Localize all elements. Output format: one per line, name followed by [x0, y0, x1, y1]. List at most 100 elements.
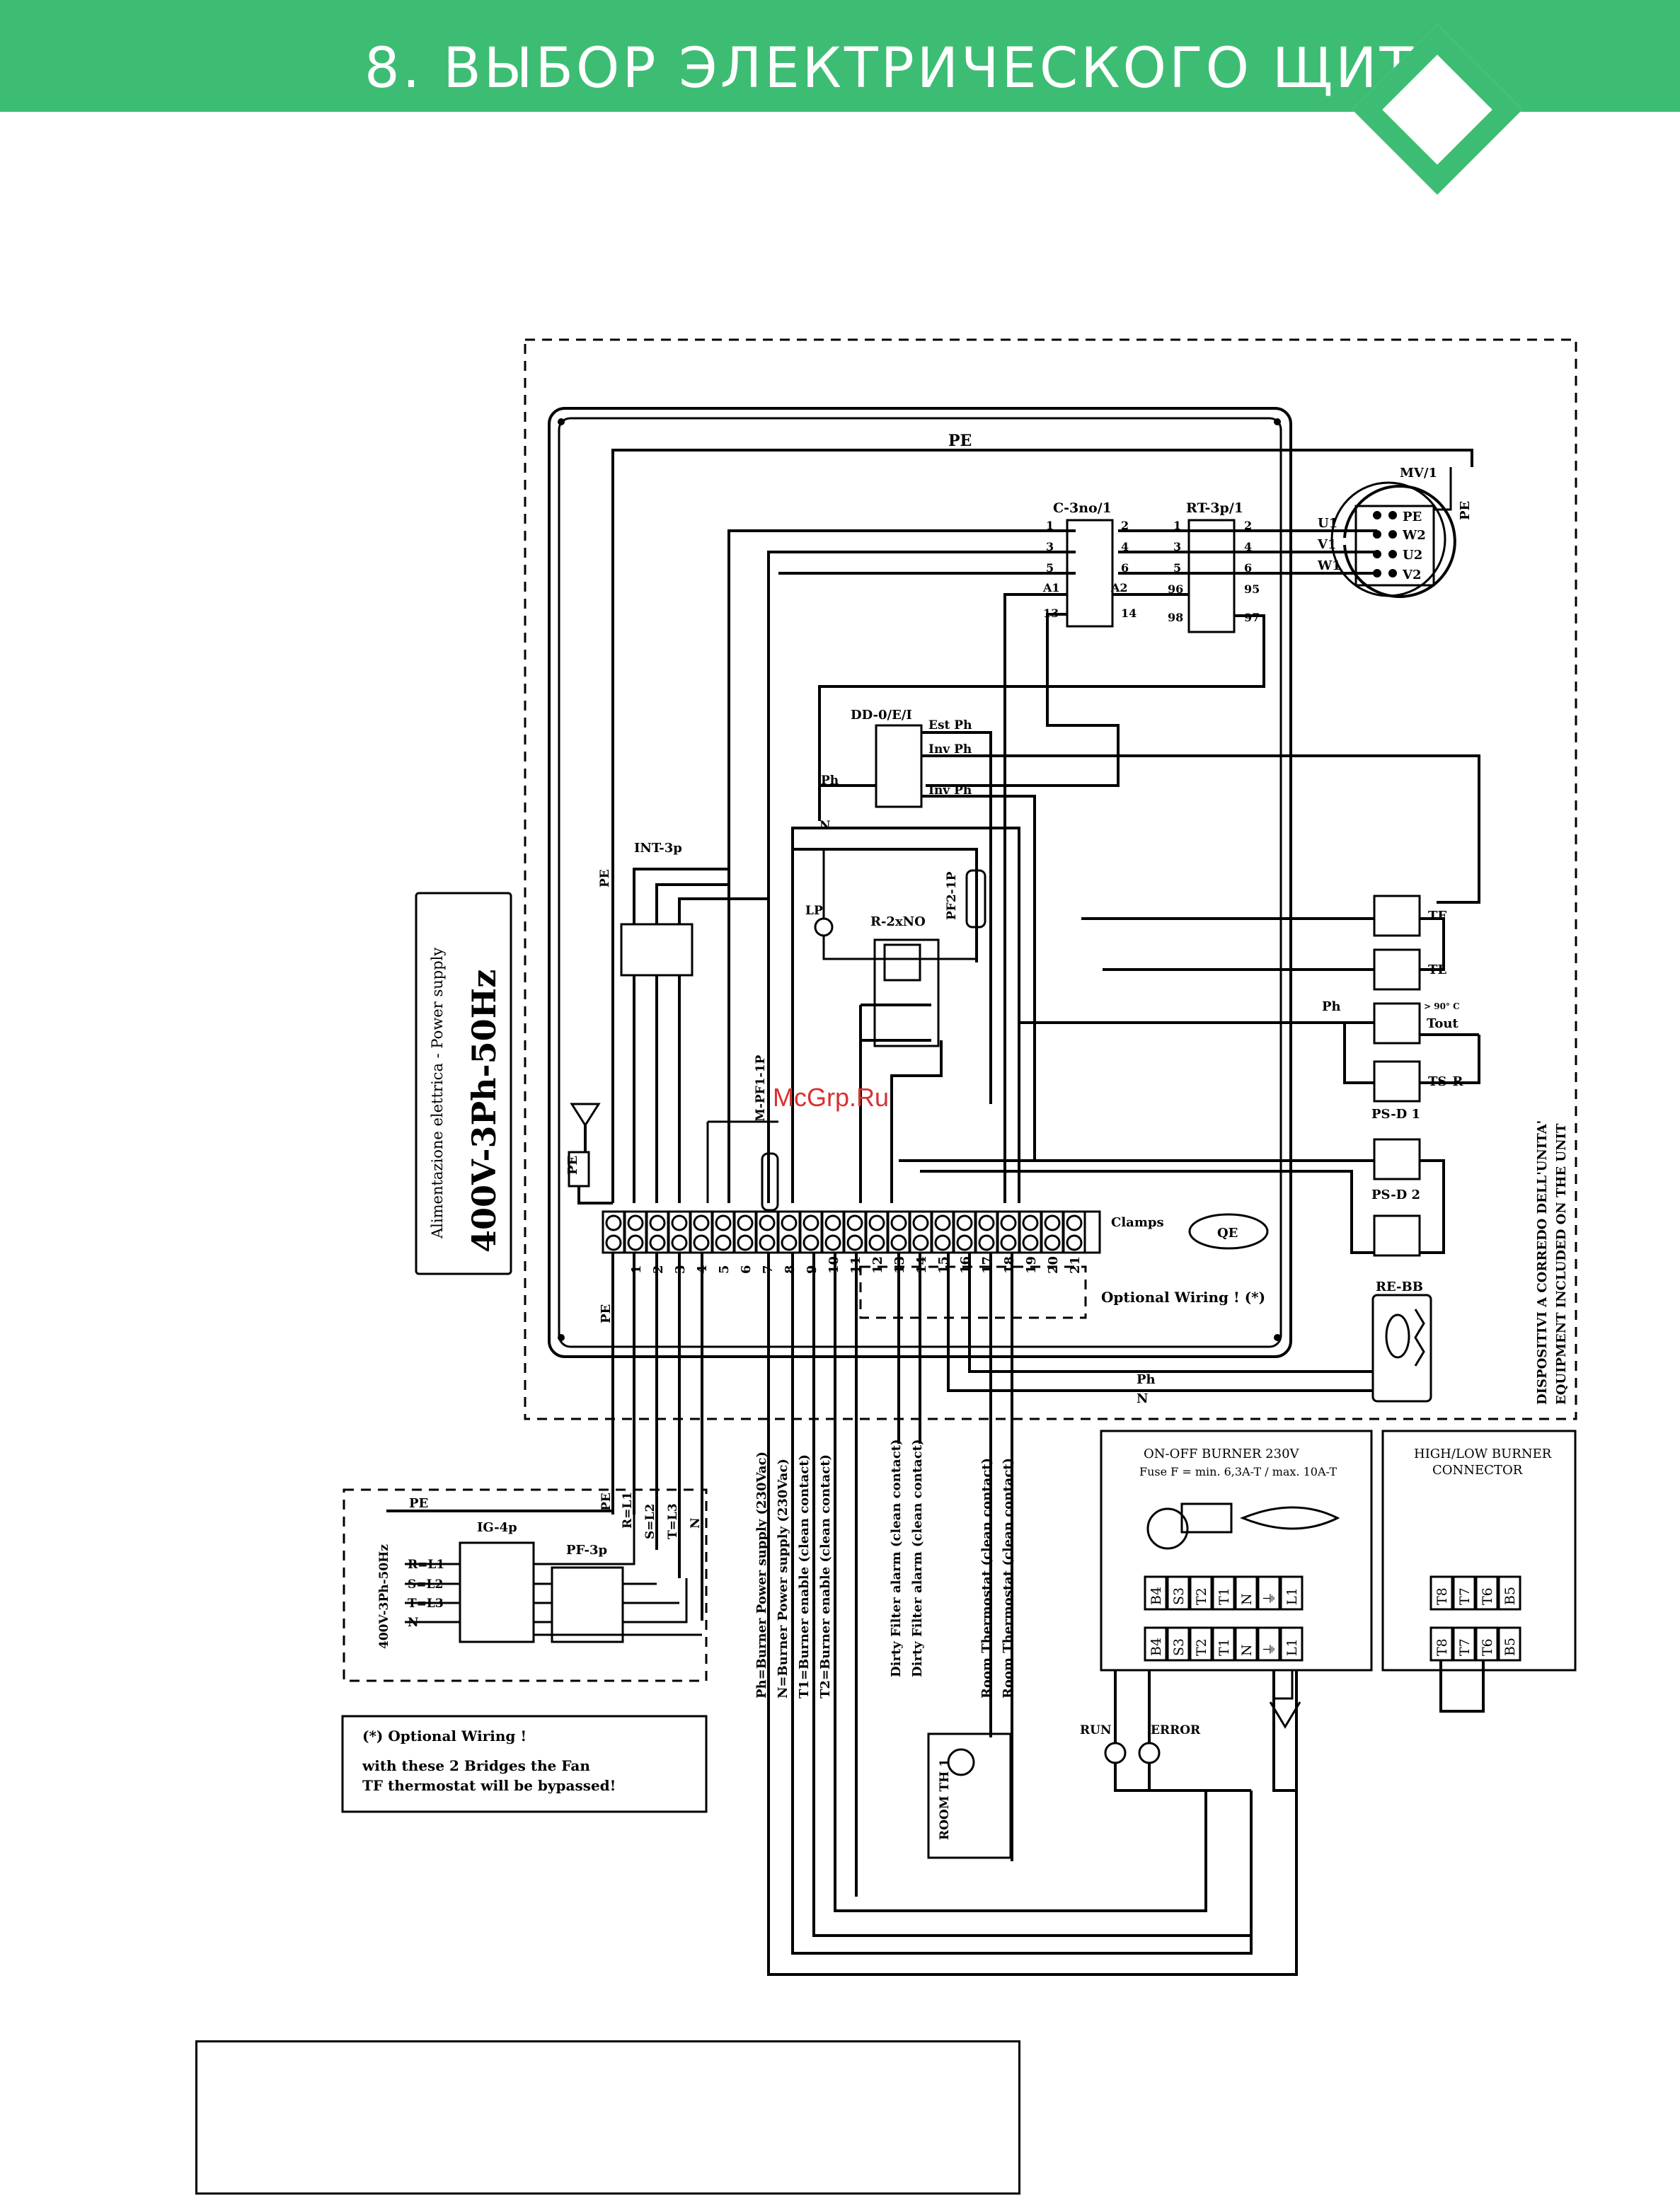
- svg-text:1: 1: [1046, 519, 1054, 532]
- svg-text:V1: V1: [1317, 537, 1337, 552]
- burner-terminal: N: [1234, 1626, 1258, 1662]
- terminal-label: S3: [1171, 1587, 1187, 1605]
- svg-text:5: 5: [1046, 561, 1054, 575]
- svg-text:Inv Ph: Inv Ph: [928, 742, 972, 757]
- svg-text:U1: U1: [1318, 516, 1337, 531]
- svg-text:PF-3p: PF-3p: [566, 1543, 607, 1558]
- svg-text:97: 97: [1244, 611, 1260, 624]
- svg-text:PE: PE: [599, 1304, 614, 1323]
- terminal-label: B4: [1149, 1587, 1164, 1605]
- svg-text:N: N: [689, 1517, 703, 1529]
- terminal-label: B4: [1149, 1638, 1164, 1656]
- clamp-terminal: [602, 1210, 626, 1254]
- svg-text:W1: W1: [1317, 558, 1341, 573]
- svg-text:Clamps: Clamps: [1111, 1215, 1164, 1230]
- svg-text:Optional Wiring ! (*): Optional Wiring ! (*): [1101, 1289, 1265, 1306]
- burner-terminal: T8: [1429, 1626, 1454, 1662]
- fuse-mpf1-icon: [761, 1152, 779, 1212]
- terminal-label: T2: [1194, 1638, 1209, 1656]
- svg-text:RE-BB: RE-BB: [1376, 1280, 1423, 1294]
- burner-terminal: T2: [1189, 1575, 1213, 1611]
- svg-text:PE: PE: [565, 1156, 580, 1175]
- optional-wiring-note: [341, 1715, 708, 1813]
- clamp-terminal: 19: [1018, 1210, 1042, 1274]
- svg-text:Est Ph: Est Ph: [928, 718, 972, 732]
- contactor-c3no1: C-3no/1 1 2 3 4 5 6 A1 A2 13 14: [1042, 500, 1137, 628]
- terminal-label: T1: [1216, 1638, 1232, 1656]
- relay-r2xno: [873, 938, 940, 1047]
- svg-text:6: 6: [1244, 561, 1252, 575]
- terminal-label: ⏚: [1262, 1643, 1277, 1656]
- empty-note-box: [195, 2040, 1020, 2195]
- pe-top-label: PE: [948, 432, 972, 450]
- svg-text:DISPOSITIVI A CORREDO DELL'UNI: DISPOSITIVI A CORREDO DELL'UNITA': [1535, 1120, 1550, 1405]
- burner-terminal: B4: [1144, 1626, 1168, 1662]
- clamp-terminal: 16: [953, 1210, 977, 1274]
- svg-text:T1=Burner enable (clean contac: T1=Burner enable (clean contact): [797, 1454, 812, 1698]
- clamp-number: 9: [805, 1265, 819, 1274]
- burner-terminal: B5: [1497, 1575, 1521, 1611]
- clock-icon: [947, 1748, 975, 1776]
- optional-wiring-frame: [859, 1265, 1087, 1319]
- burner-box: [1100, 1430, 1373, 1672]
- svg-text:S=L2: S=L2: [408, 1577, 443, 1592]
- clamp-number: 2: [651, 1265, 666, 1274]
- svg-text:2: 2: [1121, 519, 1129, 532]
- thermal-relay-rt3p1: RT-3p/1 1 2 3 4 5 6 96 95 98 97: [1168, 500, 1260, 633]
- clamp-terminal: 10: [821, 1210, 845, 1274]
- svg-text:EQUIPMENT INCLUDED ON THE UNIT: EQUIPMENT INCLUDED ON THE UNIT: [1554, 1123, 1569, 1405]
- svg-text:R-2xNO: R-2xNO: [870, 914, 926, 929]
- svg-text:Ph: Ph: [1322, 999, 1341, 1014]
- svg-text:TF thermostat will be bypassed: TF thermostat will be bypassed!: [362, 1777, 616, 1794]
- svg-text:Dirty Filter alarm (clean cont: Dirty Filter alarm (clean contact): [889, 1439, 904, 1677]
- supply-label-box: [415, 892, 512, 1275]
- watermark-text: McGrp.Ru: [773, 1083, 890, 1112]
- svg-text:PF2-1P: PF2-1P: [945, 871, 959, 920]
- clamp-terminal: 12: [865, 1210, 889, 1274]
- burner-terminal: L1: [1279, 1626, 1304, 1662]
- thermostat-tf: TF: [1373, 895, 1446, 937]
- burner-terminal: T1: [1212, 1575, 1236, 1611]
- svg-text:PS-D 1: PS-D 1: [1371, 1107, 1420, 1122]
- fuse-pf3p: PF-3p: [551, 1543, 624, 1643]
- svg-text:Inv Ph: Inv Ph: [928, 783, 972, 798]
- svg-text:CONNECTOR: CONNECTOR: [1432, 1463, 1523, 1478]
- switch-ig4p: IG-4p: [459, 1520, 535, 1643]
- lamp-lp-icon: [814, 917, 834, 937]
- svg-text:ROOM TH 1: ROOM TH 1: [938, 1759, 952, 1840]
- svg-text:INT-3p: INT-3p: [634, 841, 682, 856]
- burner-terminal: ⏚: [1257, 1575, 1281, 1611]
- unit-enclosure: [524, 338, 1577, 1420]
- terminal-label: T2: [1194, 1587, 1209, 1605]
- svg-text:6: 6: [1121, 561, 1129, 575]
- power-supply-box: [343, 1488, 708, 1682]
- header-banner: 8. ВЫБОР ЭЛЕКТРИЧЕСКОГО ЩИТА: [0, 0, 1680, 112]
- svg-text:2: 2: [1244, 519, 1252, 532]
- svg-text:Alimentazione elettrica - Powe: Alimentazione elettrica - Power supply: [429, 948, 446, 1239]
- svg-text:HIGH/LOW BURNER: HIGH/LOW BURNER: [1414, 1447, 1552, 1461]
- svg-text:R=L1: R=L1: [621, 1492, 635, 1529]
- terminal-label: N: [1239, 1593, 1255, 1605]
- svg-text:C-3no/1: C-3no/1: [1053, 500, 1112, 516]
- svg-text:95: 95: [1244, 582, 1260, 596]
- fan-re-bb: RE-BB: [1371, 1280, 1432, 1403]
- clamp-number: 6: [739, 1265, 754, 1274]
- svg-text:(*) Optional Wiring !: (*) Optional Wiring !: [362, 1728, 527, 1744]
- svg-text:N: N: [819, 819, 831, 833]
- room-thermostat: ROOM TH 1: [927, 1732, 1012, 1859]
- terminal-label: B5: [1502, 1638, 1518, 1656]
- clamp-terminal: 9: [799, 1210, 823, 1274]
- burner-terminal: T1: [1212, 1626, 1236, 1662]
- svg-text:Ph=Burner Power supply (230Vac: Ph=Burner Power supply (230Vac): [754, 1451, 769, 1698]
- svg-text:DD-0/E/I: DD-0/E/I: [851, 708, 912, 723]
- burner-terminal: T7: [1452, 1575, 1476, 1611]
- clamp-number: 18: [1002, 1256, 1017, 1274]
- svg-text:4: 4: [1121, 540, 1129, 553]
- svg-text:3: 3: [1173, 540, 1181, 553]
- svg-text:M-PF1-1P: M-PF1-1P: [754, 1055, 768, 1122]
- clamp-terminal: 20: [1040, 1210, 1064, 1274]
- burner-terminal: ⏚: [1257, 1626, 1281, 1662]
- burner-terminal: T8: [1429, 1575, 1454, 1611]
